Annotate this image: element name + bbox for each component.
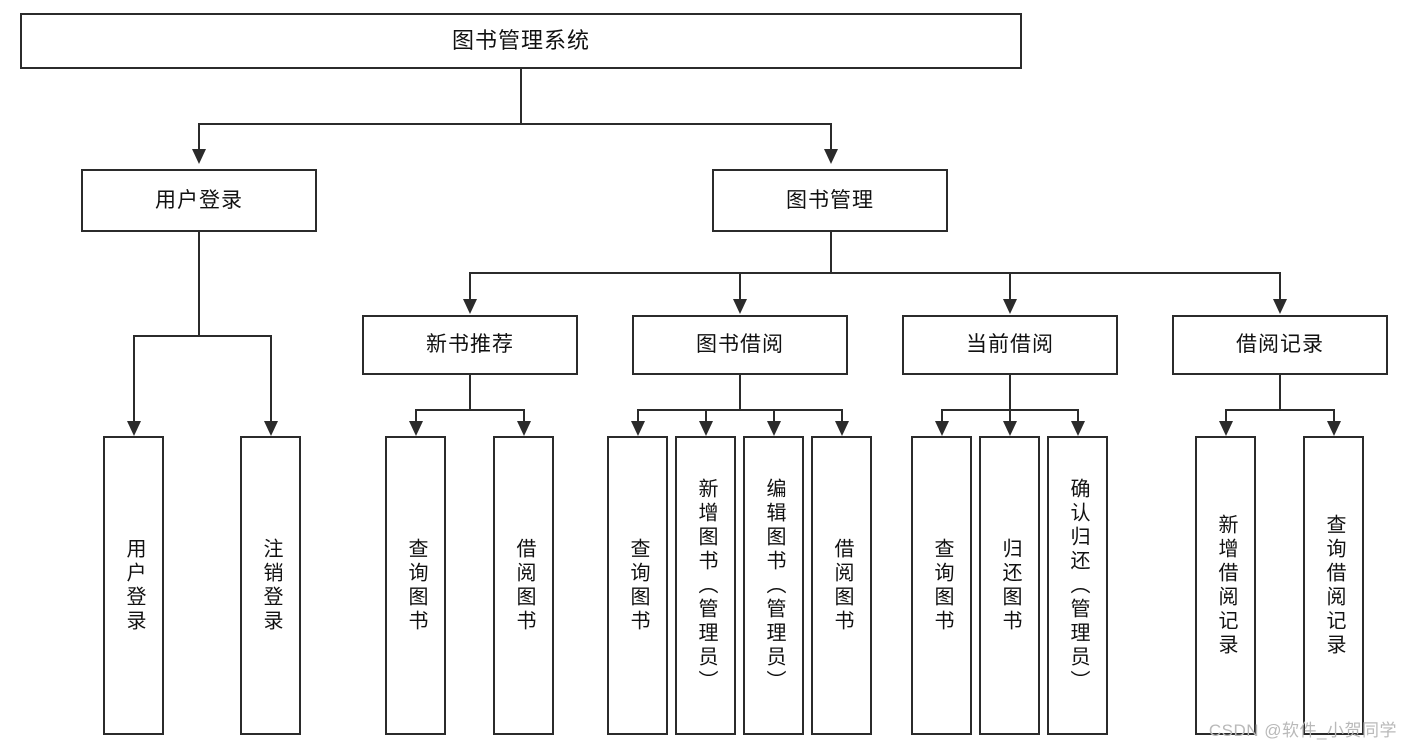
connector-bb-drop-1 [637, 409, 639, 421]
arrowhead-cb-return [1003, 421, 1017, 436]
node-label: 查询借阅记录 [1323, 513, 1345, 658]
arrowhead-borrow-record [1273, 299, 1287, 314]
node-borrow-record[interactable]: 借阅记录 [1172, 315, 1388, 375]
connector-current-borrow-stem [1009, 375, 1011, 409]
connector-book-mgmt-stem [830, 232, 832, 272]
node-label: 新增图书（管理员） [695, 477, 717, 694]
node-label: 查询图书 [931, 537, 953, 634]
node-label: 用户登录 [123, 537, 145, 634]
arrowhead-bb-add [699, 421, 713, 436]
leaf-br-add-record[interactable]: 新增借阅记录 [1195, 436, 1256, 735]
arrowhead-cb-query [935, 421, 949, 436]
node-current-borrow[interactable]: 当前借阅 [902, 315, 1118, 375]
arrowhead-user-login [192, 149, 206, 164]
arrowhead-new-book-rec [463, 299, 477, 314]
connector-new-book-bus [415, 409, 525, 411]
connector-user-login-drop-1 [133, 335, 135, 421]
arrowhead-cb-confirm [1071, 421, 1085, 436]
connector-book-mgmt-drop-4 [1279, 272, 1281, 299]
arrowhead-book-borrow [733, 299, 747, 314]
arrowhead-br-query [1327, 421, 1341, 436]
node-label: 确认归还（管理员） [1067, 477, 1089, 694]
node-label: 新增借阅记录 [1215, 513, 1237, 658]
node-label: 用户登录 [155, 188, 243, 212]
connector-bb-drop-3 [773, 409, 775, 421]
leaf-br-query-record[interactable]: 查询借阅记录 [1303, 436, 1364, 735]
connector-book-mgmt-bus [469, 272, 1281, 274]
node-label: 图书借阅 [696, 333, 784, 357]
node-label: 当前借阅 [966, 333, 1054, 357]
node-label: 新书推荐 [426, 333, 514, 357]
leaf-cb-confirm-return-admin[interactable]: 确认归还（管理员） [1047, 436, 1108, 735]
connector-new-book-stem [469, 375, 471, 409]
arrowhead-leaf-user-login [127, 421, 141, 436]
connector-br-drop-1 [1225, 409, 1227, 421]
leaf-cb-return-book[interactable]: 归还图书 [979, 436, 1040, 735]
node-label: 编辑图书（管理员） [763, 477, 785, 694]
connector-user-login-stem [198, 232, 200, 335]
node-label: 查询图书 [405, 537, 427, 634]
node-label: 借阅图书 [831, 537, 853, 634]
connector-book-borrow-bus [637, 409, 841, 411]
connector-book-mgmt-drop-2 [739, 272, 741, 299]
leaf-bb-borrow-book[interactable]: 借阅图书 [811, 436, 872, 735]
leaf-cb-query-book[interactable]: 查询图书 [911, 436, 972, 735]
connector-cb-drop-1 [941, 409, 943, 421]
connector-book-borrow-stem [739, 375, 741, 409]
arrowhead-br-add [1219, 421, 1233, 436]
leaf-user-login[interactable]: 用户登录 [103, 436, 164, 735]
arrowhead-bb-query [631, 421, 645, 436]
node-root-system[interactable]: 图书管理系统 [20, 13, 1022, 69]
leaf-bb-query-book[interactable]: 查询图书 [607, 436, 668, 735]
arrowhead-leaf-logout [264, 421, 278, 436]
node-user-login[interactable]: 用户登录 [81, 169, 317, 232]
node-label: 借阅记录 [1236, 333, 1324, 357]
arrowhead-bb-borrow [835, 421, 849, 436]
arrowhead-current-borrow [1003, 299, 1017, 314]
leaf-bb-edit-book-admin[interactable]: 编辑图书（管理员） [743, 436, 804, 735]
arrowhead-bb-edit [767, 421, 781, 436]
node-label: 图书管理 [786, 188, 874, 212]
leaf-bb-add-book-admin[interactable]: 新增图书（管理员） [675, 436, 736, 735]
connector-root-bus [198, 123, 832, 125]
connector-root-to-user-login [198, 123, 200, 149]
arrowhead-book-mgmt [824, 149, 838, 164]
node-book-borrow[interactable]: 图书借阅 [632, 315, 848, 375]
leaf-nb-query-book[interactable]: 查询图书 [385, 436, 446, 735]
node-label: 注销登录 [260, 537, 282, 634]
node-book-management[interactable]: 图书管理 [712, 169, 948, 232]
connector-new-book-drop-2 [523, 409, 525, 421]
node-label: 查询图书 [627, 537, 649, 634]
connector-cb-drop-3 [1077, 409, 1079, 421]
connector-bb-drop-2 [705, 409, 707, 421]
connector-cb-drop-2 [1009, 409, 1011, 421]
leaf-nb-borrow-book[interactable]: 借阅图书 [493, 436, 554, 735]
connector-user-login-drop-2 [270, 335, 272, 421]
connector-root-stem [520, 69, 522, 123]
connector-user-login-bus [133, 335, 271, 337]
node-label: 图书管理系统 [451, 27, 590, 53]
connector-new-book-drop-1 [415, 409, 417, 421]
arrowhead-nb-query [409, 421, 423, 436]
connector-book-mgmt-drop-3 [1009, 272, 1011, 299]
connector-borrow-record-stem [1279, 375, 1281, 409]
arrowhead-nb-borrow [517, 421, 531, 436]
connector-br-drop-2 [1333, 409, 1335, 421]
node-new-book-recommend[interactable]: 新书推荐 [362, 315, 578, 375]
connector-bb-drop-4 [841, 409, 843, 421]
connector-root-to-book-mgmt [830, 123, 832, 149]
connector-book-mgmt-drop-1 [469, 272, 471, 299]
connector-borrow-record-bus [1225, 409, 1335, 411]
node-label: 借阅图书 [513, 537, 535, 634]
node-label: 归还图书 [999, 537, 1021, 634]
leaf-logout[interactable]: 注销登录 [240, 436, 301, 735]
